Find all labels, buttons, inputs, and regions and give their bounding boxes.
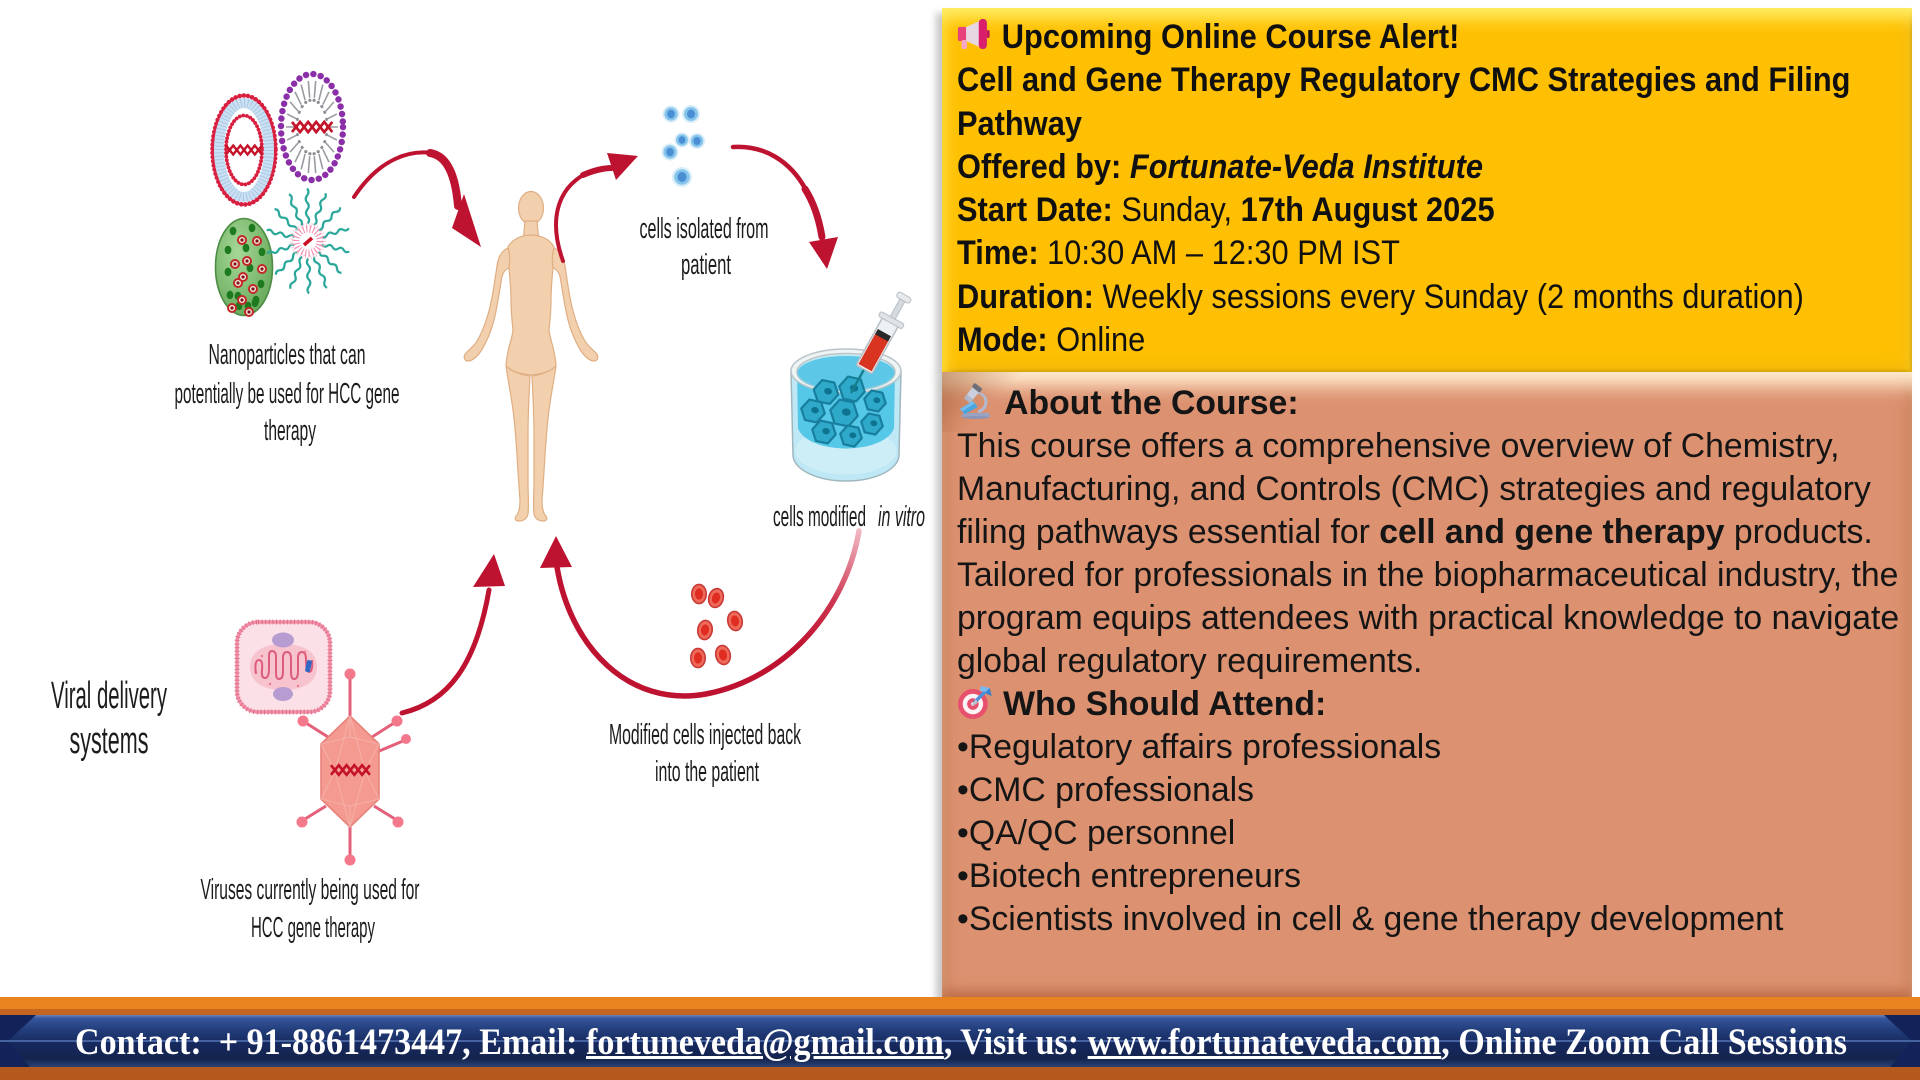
svg-text:Viruses currently being used f: Viruses currently being used for xyxy=(201,874,420,906)
svg-text:Modified cells injected back: Modified cells injected back xyxy=(609,719,801,751)
svg-text:Viral delivery: Viral delivery xyxy=(51,675,167,717)
svg-text:Nanoparticles that can: Nanoparticles that can xyxy=(209,339,366,371)
svg-text:potentially be used for HCC ge: potentially be used for HCC gene xyxy=(175,378,400,410)
svg-text:systems: systems xyxy=(70,720,149,762)
svg-text:cells modified: cells modified xyxy=(773,501,866,533)
svg-text:HCC gene therapy: HCC gene therapy xyxy=(251,912,375,944)
svg-text:in vitro: in vitro xyxy=(878,501,925,533)
svg-text:therapy: therapy xyxy=(264,415,316,447)
svg-text:cells isolated from: cells isolated from xyxy=(640,213,769,245)
svg-text:into the patient: into the patient xyxy=(655,756,759,788)
svg-text:patient: patient xyxy=(681,249,731,281)
